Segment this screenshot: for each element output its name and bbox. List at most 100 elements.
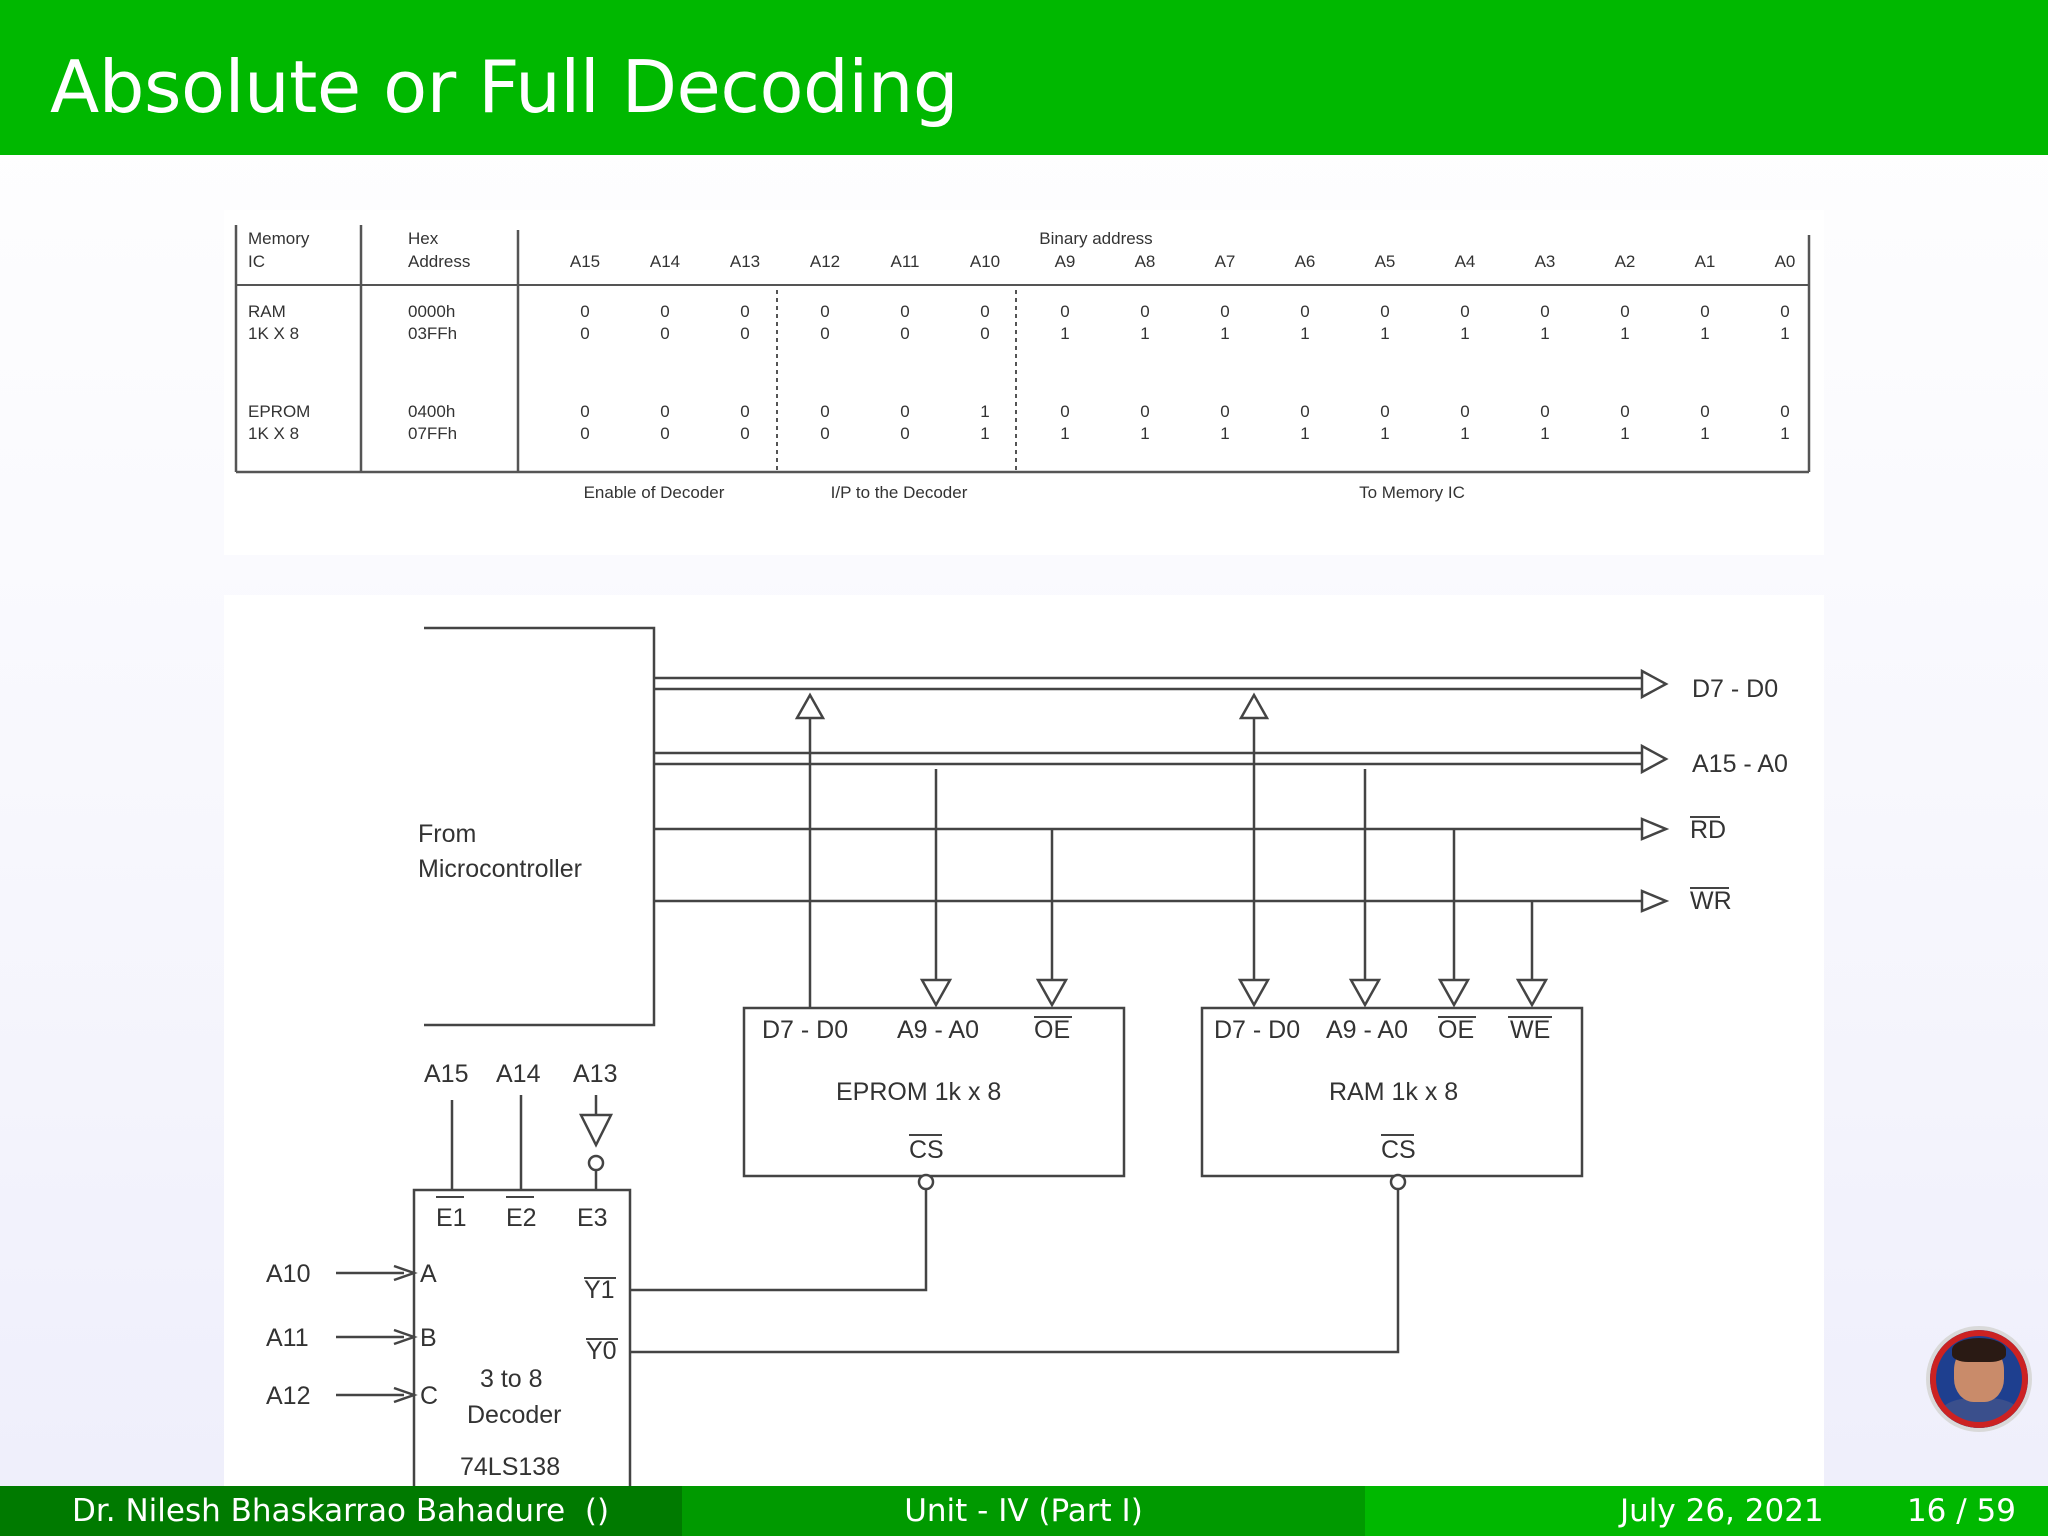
table-cell-bit: 0 bbox=[1140, 402, 1149, 421]
ram-name: RAM 1k x 8 bbox=[1329, 1078, 1458, 1106]
ram-pin-oe: OE bbox=[1438, 1016, 1474, 1044]
table-cell-bit: 0 bbox=[580, 402, 589, 421]
a13-inverter bbox=[578, 1113, 614, 1148]
bus-label-address: A15 - A0 bbox=[1692, 750, 1788, 778]
footer-page-number: 16 / 59 bbox=[1906, 1493, 2016, 1529]
table-cell-bit: 1 bbox=[1540, 424, 1549, 443]
table-cell-bit: 1 bbox=[1780, 324, 1789, 343]
table-cell-bit: 1 bbox=[980, 424, 989, 443]
table-cell-bit: 1 bbox=[1540, 324, 1549, 343]
table-cell-bit: 1 bbox=[980, 402, 989, 421]
table-group-label: Enable of Decoder bbox=[584, 483, 725, 502]
table-row-hex: 03FFh bbox=[408, 324, 457, 343]
table-header-bit: A12 bbox=[810, 252, 840, 271]
table-cell-bit: 0 bbox=[1140, 302, 1149, 321]
table-cell-bit: 0 bbox=[1540, 402, 1549, 421]
decoder-input-a11: A11 bbox=[266, 1324, 309, 1352]
table-cell-bit: 0 bbox=[580, 424, 589, 443]
presenter-avatar-logo-icon bbox=[1926, 1326, 2032, 1432]
table-cell-bit: 0 bbox=[1220, 302, 1229, 321]
slide-header: Absolute or Full Decoding bbox=[0, 0, 2048, 155]
microcontroller-block bbox=[424, 626, 656, 1027]
table-cell-bit: 0 bbox=[820, 424, 829, 443]
table-cell-bit: 0 bbox=[820, 302, 829, 321]
table-cell-bit: 0 bbox=[1700, 402, 1709, 421]
table-cell-bit: 0 bbox=[1460, 302, 1469, 321]
table-cell-bit: 0 bbox=[660, 424, 669, 443]
table-header-hex: Address bbox=[408, 252, 470, 271]
table-cell-bit: 0 bbox=[820, 324, 829, 343]
table-cell-bit: 0 bbox=[660, 302, 669, 321]
table-row-ic: EPROM bbox=[248, 402, 310, 421]
table-cell-bit: 1 bbox=[1460, 324, 1469, 343]
table-cell-bit: 1 bbox=[1140, 324, 1149, 343]
table-cell-bit: 0 bbox=[660, 402, 669, 421]
table-header-memory-ic: IC bbox=[248, 252, 265, 271]
table-header-bit: A10 bbox=[970, 252, 1000, 271]
table-header-bit: A15 bbox=[570, 252, 600, 271]
table-cell-bit: 1 bbox=[1060, 424, 1069, 443]
table-cell-bit: 0 bbox=[580, 324, 589, 343]
decoder-pin-e3: E3 bbox=[577, 1204, 608, 1232]
ram-pin-address: A9 - A0 bbox=[1326, 1016, 1408, 1044]
decoder-output-y1: Y1 bbox=[584, 1276, 615, 1304]
eprom-pin-oe: OE bbox=[1034, 1016, 1070, 1044]
footer-unit-section: Unit - IV (Part I) bbox=[682, 1486, 1365, 1536]
decoder-input-a12: A12 bbox=[266, 1382, 310, 1410]
rd-arrow bbox=[1640, 817, 1670, 841]
eprom-pin-data: D7 - D0 bbox=[762, 1016, 848, 1044]
table-cell-bit: 0 bbox=[900, 402, 909, 421]
table-cell-bit: 0 bbox=[1220, 402, 1229, 421]
ram-pin-cs: CS bbox=[1381, 1136, 1416, 1164]
table-header-bit: A11 bbox=[891, 252, 920, 271]
table-cell-bit: 0 bbox=[660, 324, 669, 343]
decoder-pin-b: B bbox=[420, 1324, 437, 1352]
footer-author-section: Dr. Nilesh Bhaskarrao Bahadure () bbox=[0, 1486, 682, 1536]
decoding-circuit-diagram: From Microcontroller D7 - D0 A15 - A0 RD… bbox=[266, 626, 1788, 1490]
footer-unit: Unit - IV (Part I) bbox=[904, 1493, 1143, 1529]
wr-arrow bbox=[1640, 889, 1670, 913]
table-group-label: I/P to the Decoder bbox=[831, 483, 968, 502]
table-cell-bit: 0 bbox=[900, 324, 909, 343]
bus-label-wr: WR bbox=[1690, 887, 1732, 915]
table-cell-bit: 0 bbox=[580, 302, 589, 321]
decoder-part-number: 74LS138 bbox=[460, 1453, 560, 1481]
table-cell-bit: 1 bbox=[1140, 424, 1149, 443]
table-cell-bit: 0 bbox=[1300, 302, 1309, 321]
table-header-bit: A9 bbox=[1055, 252, 1076, 271]
table-cell-bit: 0 bbox=[1620, 402, 1629, 421]
decoder-name-line2: Decoder bbox=[467, 1401, 562, 1429]
table-cell-bit: 1 bbox=[1620, 424, 1629, 443]
table-header-binary: Binary address bbox=[1039, 229, 1152, 248]
table-cell-bit: 1 bbox=[1380, 424, 1389, 443]
table-cell-bit: 1 bbox=[1700, 424, 1709, 443]
table-header-bit: A8 bbox=[1135, 252, 1156, 271]
data-bus-arrow bbox=[1640, 668, 1669, 700]
decoder-input-a10: A10 bbox=[266, 1260, 310, 1288]
ram-chip bbox=[1200, 1006, 1584, 1178]
slide-title: Absolute or Full Decoding bbox=[50, 45, 959, 129]
eprom-chip bbox=[742, 1006, 1126, 1178]
bus-label-data: D7 - D0 bbox=[1692, 675, 1778, 703]
decoder-input-a15: A15 bbox=[424, 1060, 468, 1088]
decoder-pin-e1: E1 bbox=[436, 1204, 467, 1232]
table-cell-bit: 0 bbox=[980, 324, 989, 343]
ram-pin-data: D7 - D0 bbox=[1214, 1016, 1300, 1044]
source-label-line2: Microcontroller bbox=[418, 855, 582, 883]
bus-label-rd: RD bbox=[1690, 816, 1726, 844]
table-cell-bit: 1 bbox=[1780, 424, 1789, 443]
decoder-input-a14: A14 bbox=[496, 1060, 541, 1088]
table-cell-bit: 0 bbox=[1620, 302, 1629, 321]
table-cell-bit: 0 bbox=[1700, 302, 1709, 321]
table-header-bit: A7 bbox=[1215, 252, 1236, 271]
ram-pin-we: WE bbox=[1510, 1016, 1550, 1044]
table-cell-bit: 1 bbox=[1700, 324, 1709, 343]
table-header-memory-ic: Memory bbox=[248, 229, 310, 248]
table-row-ic: 1K X 8 bbox=[248, 324, 299, 343]
table-cell-bit: 0 bbox=[1780, 402, 1789, 421]
table-group-label: To Memory IC bbox=[1359, 483, 1465, 502]
decoder-pin-c: C bbox=[420, 1382, 438, 1410]
table-cell-bit: 1 bbox=[1220, 324, 1229, 343]
